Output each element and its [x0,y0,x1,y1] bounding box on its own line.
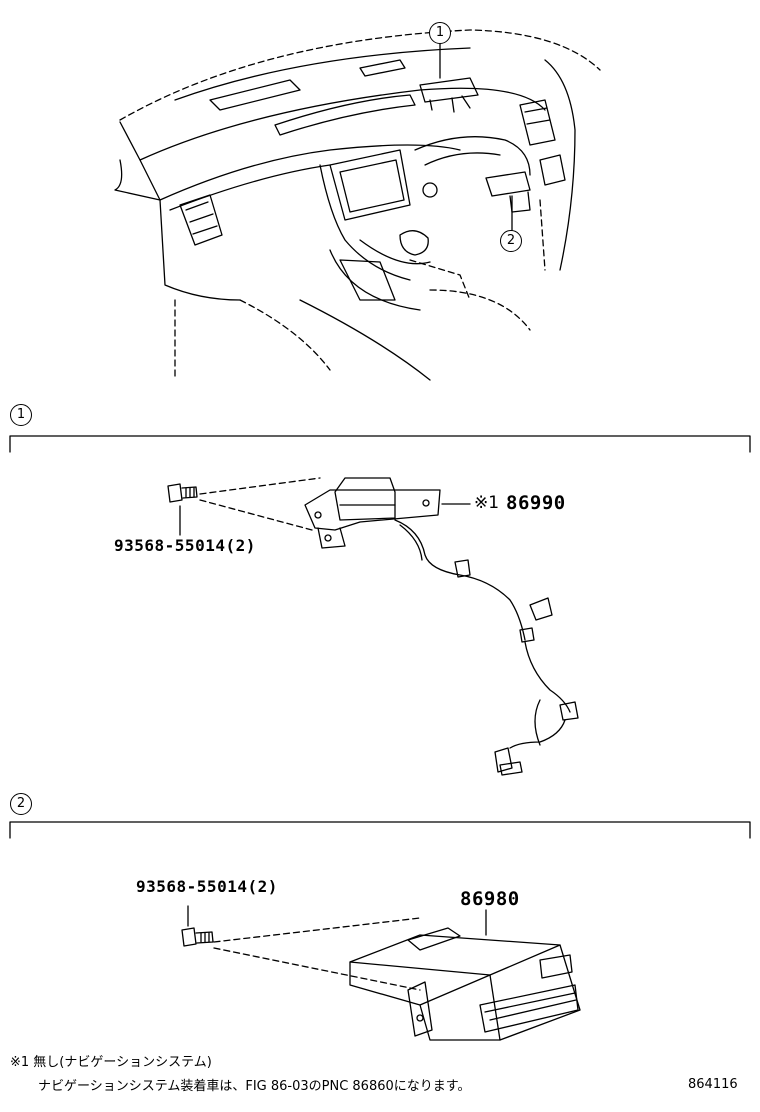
callout-2-top: 2 [500,230,522,252]
section2-bolt-part-number[interactable]: 93568-55014(2) [136,877,278,896]
figure-number: 864116 [688,1077,738,1092]
section1-module-note-marker: ※1 [474,493,500,513]
callout-1-top: 1 [429,22,451,44]
footnote-line-2: ナビゲーションシステム装着車は、FIG 86-03のPNC 86860になります… [38,1079,471,1094]
section2-bracket [9,821,751,839]
section1-marker: 1 [10,404,32,426]
section1-bolt-drawing [167,483,198,536]
section1-bracket [9,435,751,453]
section2-bolt-drawing [181,905,214,947]
section1-module-drawing [304,477,579,776]
section1-module-part-number[interactable]: 86990 [506,492,566,514]
section2-ecu-drawing [349,909,581,1041]
section1-bolt-part-number[interactable]: 93568-55014(2) [114,536,256,555]
dashboard-illustration [114,29,601,381]
footnote-line-1: ※1 無し(ナビゲーションシステム) [10,1055,212,1070]
section2-marker: 2 [10,793,32,815]
section2-ecu-part-number[interactable]: 86980 [460,888,520,910]
